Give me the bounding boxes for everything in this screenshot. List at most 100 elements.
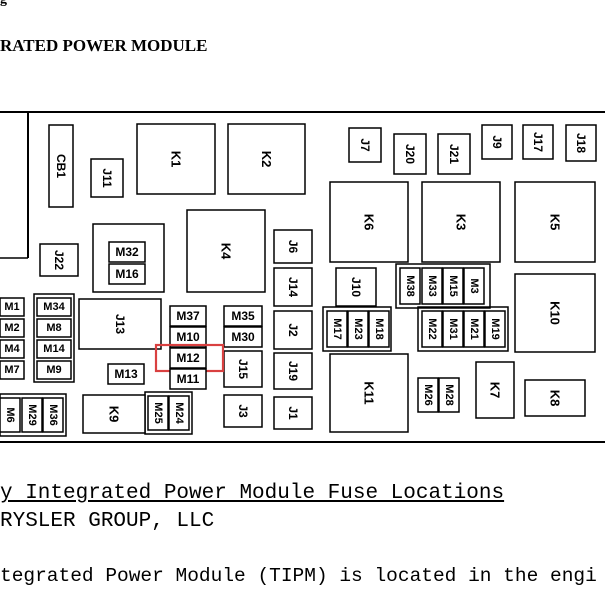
header-fragment: g [0,0,7,8]
slot-m6 [0,397,21,433]
slot-label-m12: M12 [176,351,200,365]
slot-m8 [36,318,72,338]
slot-label-m1: M1 [4,301,19,313]
slot-label-k8: K8 [548,390,563,407]
slot-j17 [522,124,554,160]
slot-label-k9: K9 [107,406,122,423]
slot-cb1 [48,124,74,208]
slot-label-m16: M16 [115,267,139,281]
slot-j6 [273,229,313,264]
slot-label-m32: M32 [115,245,139,259]
slot-j18 [565,124,597,162]
slot-j15 [223,350,263,388]
slot-k11 [329,353,409,433]
slot-m14 [36,339,72,359]
slot-m22 [421,310,443,348]
slot-label-j22: J22 [52,250,66,270]
slot-j10 [335,267,377,307]
slot-m29 [21,397,43,433]
slot-label-k10: K10 [548,301,563,325]
slot-j22 [39,243,79,277]
slot-label-m4: M4 [4,343,20,355]
slot-label-m19: M19 [489,318,501,339]
slot-j9 [481,124,513,160]
slot-label-m7: M7 [4,364,19,376]
slot-label-k1: K1 [169,151,184,168]
paragraph-line: tegrated Power Module (TIPM) is located … [0,565,597,587]
housing-outline [0,111,605,443]
slot-m9 [36,360,72,380]
slot-label-m29: M29 [26,404,38,425]
fuse-group-frame [0,393,67,437]
fuse-group-frame [322,306,392,352]
fuse-group-frame [33,293,75,383]
slot-label-m13: M13 [114,367,138,381]
fuse-group-frame [395,263,491,309]
fuse-group-frame [417,306,509,352]
slot-j19 [273,352,313,390]
slot-m3 [463,267,485,305]
slot-m18 [368,310,390,348]
slot-label-k3: K3 [454,214,469,231]
slot-label-k4: K4 [219,243,234,260]
slot-k7 [475,361,515,419]
slot-label-m10: M10 [176,330,200,344]
slot-label-k11: K11 [362,381,377,404]
slot-label-m15: M15 [447,275,459,296]
slot-label-m33: M33 [426,275,438,296]
slot-label-cb1: CB1 [54,154,68,178]
slot-m19 [484,310,506,348]
slot-label-m8: M8 [46,322,61,334]
slot-label-m36: M36 [47,404,59,425]
slot-k10 [514,273,596,353]
slot-label-m24: M24 [173,402,185,424]
slot-label-j18: J18 [574,133,588,153]
section-title: RATED POWER MODULE [0,36,208,55]
slot-m32 [108,241,146,263]
slot-label-m3: M3 [468,278,480,293]
slot-m12 [169,347,207,369]
slot-label-m14: M14 [43,343,65,355]
slot-label-j17: J17 [531,132,545,152]
slot-m11 [169,368,207,390]
slot-m34 [36,297,72,317]
relay-group-frame [92,223,165,293]
slot-k3 [421,181,501,263]
slot-label-j3: J3 [236,404,250,418]
slot-m35 [223,305,263,327]
slot-m26 [417,377,439,413]
slot-label-m37: M37 [176,309,200,323]
slot-label-m30: M30 [231,330,255,344]
slot-label-j20: J20 [403,144,417,164]
slot-j14 [273,267,313,307]
slot-label-k2: K2 [259,151,274,168]
slot-label-j19: J19 [286,361,300,381]
slot-label-m6: M6 [4,407,16,422]
slot-label-j2: J2 [286,323,300,337]
slot-j3 [223,394,263,428]
slot-m30 [223,326,263,348]
slot-label-m38: M38 [404,275,416,296]
slot-label-m17: M17 [331,318,343,339]
slot-label-j10: J10 [349,277,363,297]
slot-j13 [78,298,162,350]
slot-j20 [393,133,427,175]
slot-label-m21: M21 [468,318,480,339]
slot-j1 [273,396,313,430]
slot-m21 [463,310,485,348]
slot-label-m23: M23 [352,318,364,339]
slot-m36 [42,397,64,433]
slot-m2 [0,318,25,338]
slot-k5 [514,181,596,263]
slot-label-j13: J13 [113,314,127,334]
slot-m33 [421,267,443,305]
slot-label-m11: M11 [177,372,200,386]
slot-label-m26: M26 [422,384,434,405]
slot-m17 [326,310,348,348]
slot-m25 [147,395,169,431]
slot-label-m2: M2 [4,322,19,334]
slot-label-j1: J1 [286,406,300,420]
slot-label-k6: K6 [362,214,377,231]
slot-j21 [437,133,471,175]
